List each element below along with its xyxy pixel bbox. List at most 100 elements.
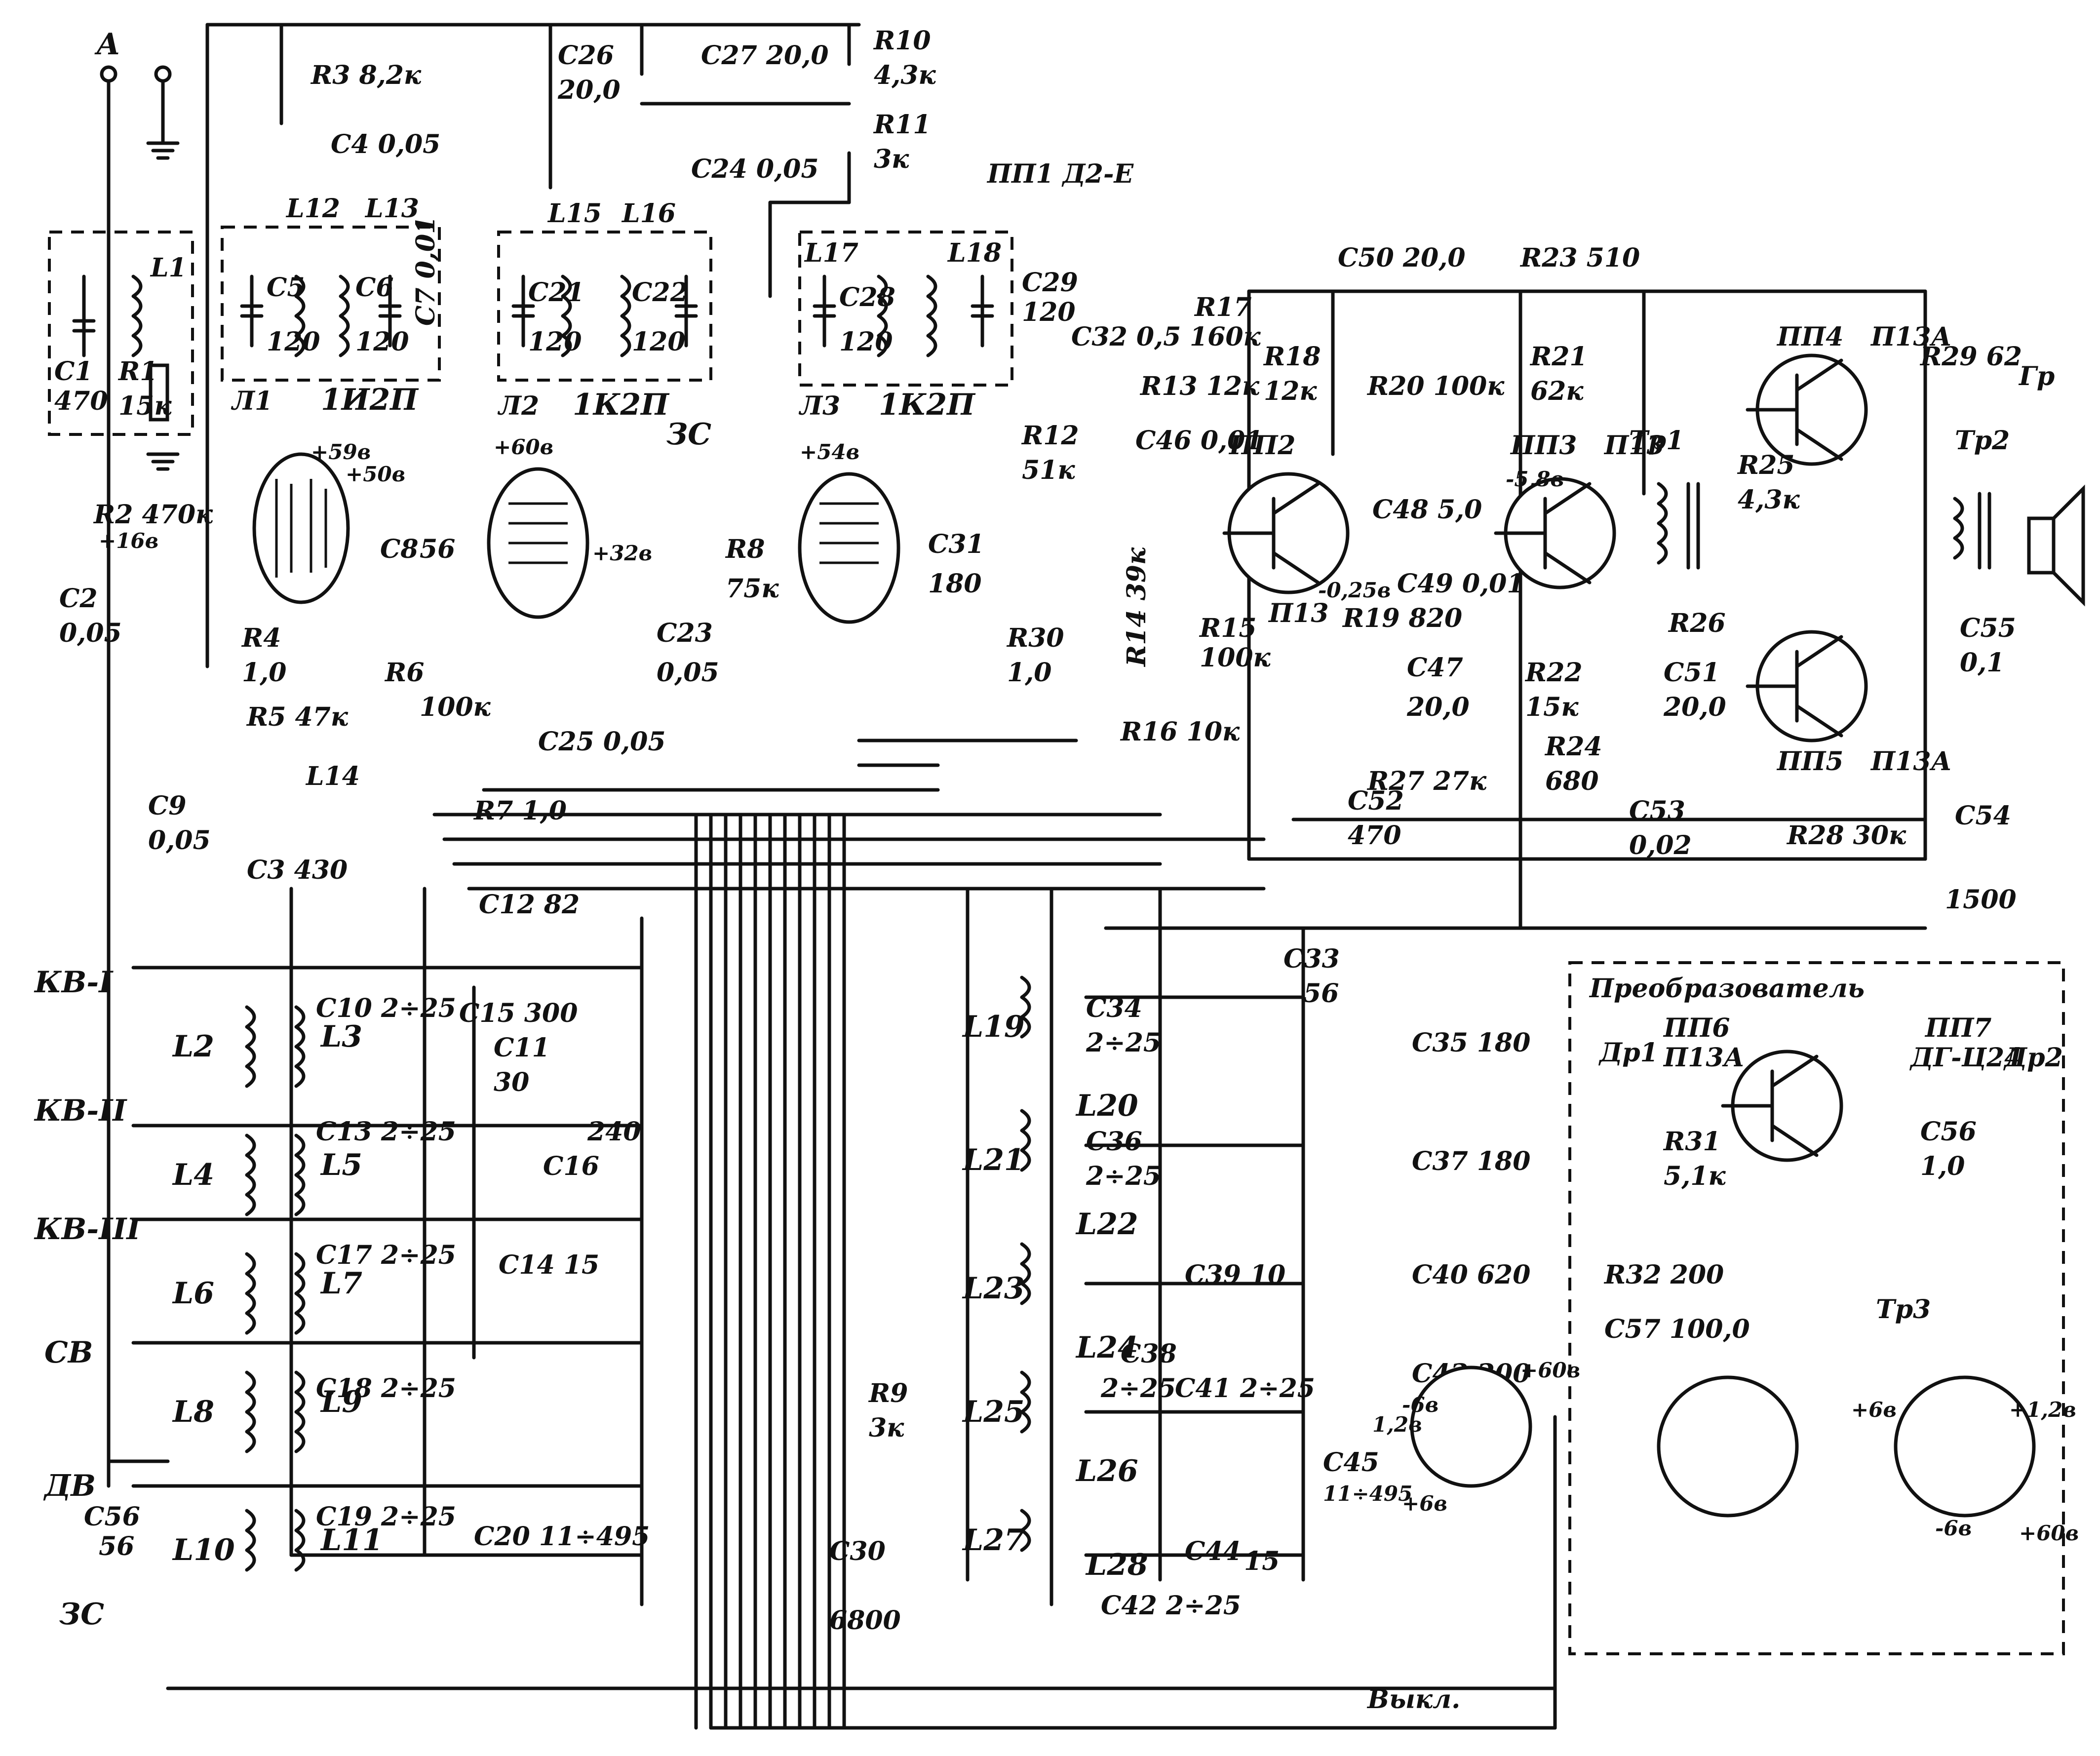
c36-value: 2÷25 xyxy=(1086,1161,1161,1191)
c48-label: C48 5,0 xyxy=(1372,495,1482,525)
r22-label: R22 xyxy=(1524,658,1583,688)
c38-label: C38 xyxy=(1121,1339,1177,1369)
coil-stack-right: L19 L20 L21 L22 L23 L24 L25 L26 L27 L28 xyxy=(962,976,1148,1582)
r26-label: R26 xyxy=(1668,608,1726,638)
c33-label: C33 xyxy=(1283,944,1340,974)
c23-label: C23 xyxy=(657,618,713,648)
tr2-label: Тр2 xyxy=(1955,426,2010,456)
antenna-terminal: А xyxy=(94,27,180,160)
r17-label: R17 xyxy=(1194,292,1252,322)
c44-label: C44 xyxy=(1185,1536,1241,1566)
c24-label: C24 0,05 xyxy=(691,154,819,184)
c34-value: 2÷25 xyxy=(1086,1028,1161,1058)
transistor-pp3: ПП3 П13 -5,8в xyxy=(1494,430,1665,589)
band-sv: СВ xyxy=(44,1335,93,1370)
c56b-value: 1,0 xyxy=(1920,1151,1965,1181)
transistor-pp2: ПП2 П13 -0,25в xyxy=(1222,430,1391,628)
sock-p12: 1,2в xyxy=(1372,1412,1422,1437)
pp5-label: ПП5 xyxy=(1776,746,1843,777)
c28-label: C28 xyxy=(839,282,895,312)
ground-icon xyxy=(146,141,180,160)
pp4-label: ПП4 xyxy=(1776,322,1843,352)
tube-l2-label: Л2 xyxy=(497,391,539,421)
l4-label: L4 xyxy=(172,1158,214,1192)
component-labels-tuning: C12 82 C10 2÷25 C15 300 C11 30 C13 2÷25 … xyxy=(84,890,1977,1715)
c56b-label: C56 xyxy=(1920,1117,1977,1147)
band-switch-labels: КВ-I КВ-II КВ-III СВ ДВ ЗС ЗС xyxy=(34,417,711,1632)
c39-label: C39 10 xyxy=(1185,1260,1285,1290)
c1-value: 470 xyxy=(54,386,108,416)
c14-label: C14 15 xyxy=(499,1250,599,1280)
conv-p6: +6в xyxy=(1851,1398,1897,1422)
band-kv3: КВ-III xyxy=(34,1212,141,1247)
conv-m6: -6в xyxy=(1935,1516,1972,1540)
band-kv2: КВ-II xyxy=(34,1093,127,1128)
c50-label: C50 20,0 xyxy=(1338,243,1466,273)
r12-value: 51к xyxy=(1022,455,1075,485)
c5-value: 120 xyxy=(267,327,320,357)
l5-label: L5 xyxy=(320,1148,362,1182)
c38-value: 2÷25 xyxy=(1100,1373,1176,1404)
tube-l1-label: Л1 xyxy=(231,386,272,416)
dr2-label: Др2 xyxy=(2003,1043,2063,1073)
band-zs: ЗС xyxy=(59,1597,104,1632)
l15-label: L15 xyxy=(547,198,602,229)
transistor-pp5: ПП5 П13А xyxy=(1746,630,1952,777)
tr1-label: Тр1 xyxy=(1629,426,1684,456)
c32-label: C32 0,5 xyxy=(1071,322,1181,352)
conv-p12: +1,2в xyxy=(2009,1398,2076,1422)
l6-label: L6 xyxy=(172,1276,214,1311)
l3-label: L3 xyxy=(320,1019,362,1054)
r31-label: R31 xyxy=(1663,1127,1721,1157)
dr1-label: Др1 xyxy=(1598,1038,1658,1068)
pp6-label: ПП6 xyxy=(1663,1013,1730,1043)
r11-value: 3к xyxy=(874,144,909,174)
pp3-type: П13 xyxy=(1603,430,1665,461)
pp2-v3: -0,25в xyxy=(1318,578,1391,602)
pp3-v1: -5,8в xyxy=(1506,467,1564,491)
c9-value: 0,05 xyxy=(148,825,211,856)
l21-label: L21 xyxy=(962,1143,1025,1177)
r15-value: 100к xyxy=(1200,643,1271,673)
r28-label: R28 30к xyxy=(1786,820,1906,851)
sock-m6: -6в xyxy=(1402,1393,1439,1417)
r24-value: 680 xyxy=(1545,766,1599,796)
wiring xyxy=(107,23,1927,1730)
c2-value: 0,05 xyxy=(59,618,122,648)
pp6-type: П13А xyxy=(1663,1043,1745,1073)
c4-label: C4 0,05 xyxy=(331,129,440,159)
c6-value: 120 xyxy=(355,327,409,357)
c52-value: 470 xyxy=(1348,820,1401,851)
c9-label: C9 xyxy=(148,791,187,821)
c3-label: C3 430 xyxy=(247,855,348,885)
tr3-label: Тр3 xyxy=(1876,1294,1931,1325)
c46-label: C46 0,01 xyxy=(1135,426,1263,456)
r2-label: R2 470к xyxy=(93,500,213,530)
c18-label: C18 2÷25 xyxy=(316,1373,456,1404)
c56a-value: 56 xyxy=(99,1531,134,1561)
r19-label: R19 820 xyxy=(1342,603,1462,633)
c54-label: C54 xyxy=(1955,801,2011,831)
sock-p6: +6в xyxy=(1402,1491,1447,1516)
r18-label: R18 xyxy=(1263,342,1321,372)
c26-value: 20,0 xyxy=(557,75,621,105)
c35-label: C35 180 xyxy=(1412,1028,1530,1058)
c7-label: C7 0,01 xyxy=(411,216,441,326)
l25-label: L25 xyxy=(962,1395,1025,1429)
r6-value: 100к xyxy=(420,692,491,722)
r32-label: R32 200 xyxy=(1603,1260,1724,1290)
r15-label: R15 xyxy=(1199,613,1257,643)
c16-label: C16 xyxy=(543,1151,599,1181)
component-labels-top: R3 8,2к C4 0,05 C26 20,0 C27 20,0 R10 4,… xyxy=(59,26,1181,885)
coil-stack-left: L2 L3 L4 L5 L6 L7 L8 L9 L10 L11 xyxy=(172,1005,383,1572)
band-zs2: ЗС xyxy=(666,417,711,452)
c30-value: 6800 xyxy=(829,1605,901,1636)
c36-label: C36 xyxy=(1086,1127,1142,1157)
c1-label: C1 xyxy=(54,356,93,387)
tube-l2-v2: +32в xyxy=(592,541,652,565)
antenna-label: А xyxy=(94,27,120,62)
c45-label: C45 xyxy=(1323,1447,1379,1478)
r22-value: 15к xyxy=(1525,692,1579,722)
c55-label: C55 xyxy=(1960,613,2016,643)
